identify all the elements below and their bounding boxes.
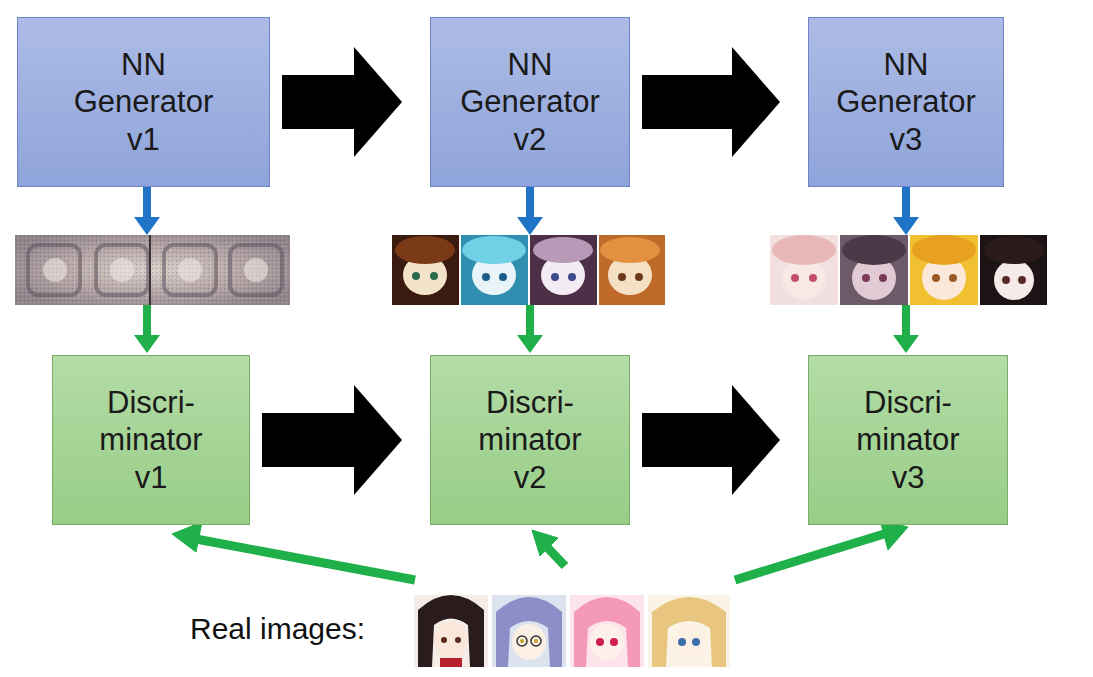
discriminator-box: Discri- minator v3: [808, 355, 1008, 525]
generator-box: NN Generator v2: [430, 17, 630, 187]
flow-arrow: [262, 385, 402, 495]
box-label: Discri- minator v2: [478, 384, 581, 496]
real-images: [414, 595, 730, 667]
flow-arrow: [893, 187, 919, 353]
box-label: NN Generator v3: [836, 46, 976, 158]
generator-box: NN Generator v1: [17, 17, 270, 187]
discriminator-box: Discri- minator v1: [52, 355, 250, 525]
flow-arrow: [642, 47, 780, 157]
generated-images-v3: [770, 235, 1047, 305]
discriminator-box: Discri- minator v2: [430, 355, 630, 525]
flow-arrow: [134, 187, 160, 353]
generated-images-v1: [15, 235, 290, 305]
real-image-arrows: [172, 520, 908, 580]
flow-arrow: [517, 187, 543, 353]
generator-box: NN Generator v3: [808, 17, 1004, 187]
flow-arrow: [642, 385, 780, 495]
box-label: NN Generator v2: [460, 46, 600, 158]
generated-images-v2: [392, 235, 665, 305]
box-label: Discri- minator v3: [856, 384, 959, 496]
box-label: NN Generator v1: [74, 46, 214, 158]
box-label: Discri- minator v1: [99, 384, 202, 496]
real-images-label: Real images:: [190, 612, 365, 646]
flow-arrow: [282, 47, 402, 157]
